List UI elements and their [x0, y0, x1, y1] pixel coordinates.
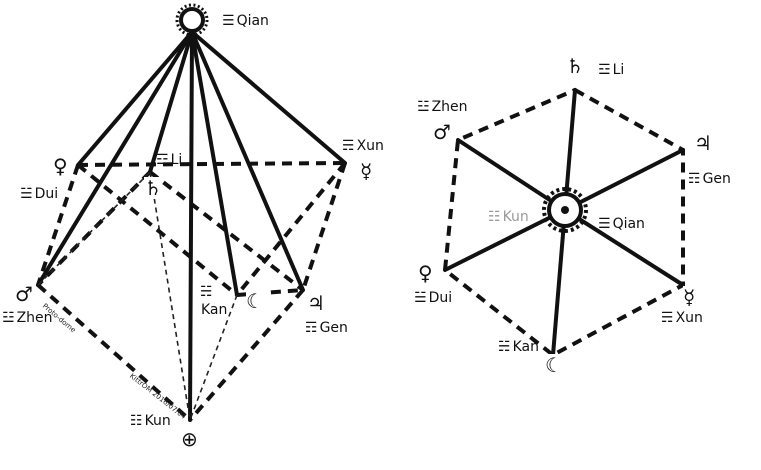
mars-icon: ♂ [15, 282, 33, 306]
label-xun: ☴Xun [661, 310, 703, 326]
trigram-zhen-icon: ☳ [417, 99, 430, 115]
trigram-li-icon: ☲ [156, 152, 169, 168]
moon-icon: ☾ [545, 353, 563, 377]
pyramid-diagram [36, 3, 347, 422]
trigram-zhen-icon: ☳ [2, 310, 15, 326]
trigram-kan-icon: ☵ [498, 339, 511, 355]
label-zhen: ☳Zhen [2, 310, 53, 326]
mercury-icon: ☿ [360, 159, 373, 183]
label-qian: ☰Qian [598, 216, 645, 232]
trigram-xun-icon: ☴ [661, 310, 674, 326]
jupiter-icon: ♃ [694, 131, 712, 155]
label-qian: ☰Qian [222, 13, 269, 29]
trigram-kun-icon: ☷ [130, 413, 143, 429]
label-kan: ☵Kan [498, 339, 539, 355]
label-kan: ☵ [200, 284, 215, 300]
label-zhen: ☳Zhen [417, 99, 468, 115]
sun-icon [542, 187, 588, 233]
trigram-kun-icon: ☷ [488, 209, 501, 225]
trigram-gen-icon: ☶ [305, 320, 318, 336]
mars-icon: ♂ [433, 120, 451, 144]
mercury-icon: ☿ [683, 285, 696, 309]
trigram-qian-icon: ☰ [222, 13, 235, 29]
label-kun: ☷Kun [488, 209, 529, 225]
saturn-icon: ♄ [566, 54, 584, 78]
label-kan-name: Kan [201, 302, 228, 318]
venus-icon: ♀ [53, 154, 68, 178]
trigram-dui-icon: ☱ [20, 186, 33, 202]
earth-icon: ⊕ [181, 427, 198, 451]
trigram-kan-icon: ☵ [200, 284, 213, 300]
label-gen: ☶Gen [305, 320, 348, 336]
moon-icon: ☾ [246, 289, 264, 313]
label-dui: ☱Dui [414, 290, 453, 306]
label-gen: ☶Gen [688, 171, 731, 187]
jupiter-icon: ♃ [307, 291, 325, 315]
label-dui: ☱Dui [20, 186, 59, 202]
trigram-qian-icon: ☰ [598, 216, 611, 232]
label-xun: ☴Xun [342, 138, 384, 154]
trigram-gen-icon: ☶ [688, 171, 701, 187]
trigram-xun-icon: ☴ [342, 138, 355, 154]
trigram-li-icon: ☲ [598, 62, 611, 78]
label-li: ☲Li [156, 152, 183, 168]
venus-icon: ♀ [418, 261, 433, 285]
label-li: ☲Li [598, 62, 625, 78]
hexagon-diagram [442, 87, 685, 358]
label-kun: ☷Kun [130, 413, 171, 429]
trigram-dui-icon: ☱ [414, 290, 427, 306]
saturn-icon: ♄ [144, 176, 162, 200]
